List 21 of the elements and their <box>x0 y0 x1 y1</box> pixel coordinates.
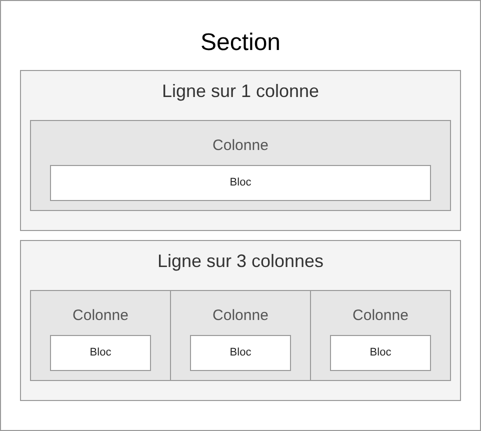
content-block <box>190 335 291 371</box>
content-block <box>50 335 151 371</box>
block-label: Bloc <box>230 176 252 190</box>
row-container <box>20 240 461 401</box>
column-heading: Colonne <box>212 137 268 155</box>
column-heading: Colonne <box>352 307 408 325</box>
block-label: Bloc <box>370 346 392 360</box>
column-heading: Colonne <box>72 307 128 325</box>
column-container <box>170 290 311 381</box>
column-container <box>310 290 451 381</box>
block-label: Bloc <box>90 346 112 360</box>
content-block <box>330 335 431 371</box>
block-label: Bloc <box>230 346 252 360</box>
row-heading: Ligne sur 1 colonne <box>162 81 320 103</box>
column-container <box>30 120 451 211</box>
column-container <box>30 290 171 381</box>
section-heading: Section <box>200 29 281 58</box>
row-heading: Ligne sur 3 colonnes <box>157 251 324 273</box>
content-block <box>50 165 431 201</box>
row-container <box>20 70 461 231</box>
column-heading: Colonne <box>212 307 268 325</box>
